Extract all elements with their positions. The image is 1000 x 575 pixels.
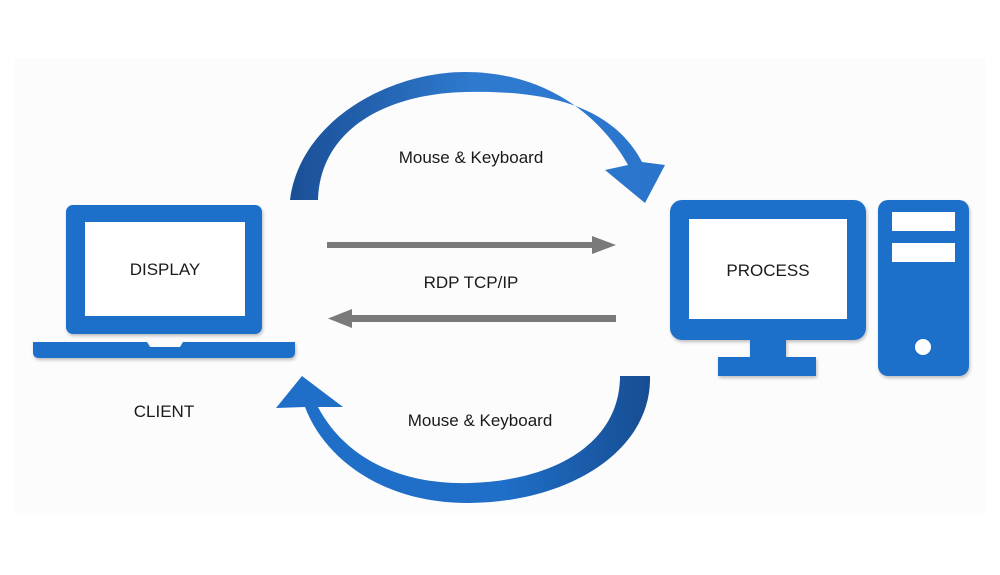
top-curved-arrow — [290, 72, 665, 203]
monitor-screen — [689, 219, 847, 319]
pc-tower-icon — [878, 200, 969, 376]
laptop-base — [33, 342, 295, 358]
monitor-stand — [718, 357, 816, 376]
tower-power-button — [915, 339, 931, 355]
display-label: DISPLAY — [129, 260, 201, 279]
desktop-computer-icon — [670, 200, 866, 376]
top-arc-label: Mouse & Keyboard — [398, 148, 544, 167]
client-caption: CLIENT — [133, 402, 195, 421]
bottom-curved-arrow — [276, 376, 651, 504]
monitor-neck — [750, 338, 786, 360]
laptop-icon — [33, 205, 295, 358]
bottom-arc-label: Mouse & Keyboard — [407, 411, 553, 430]
tower-drive-bay-1 — [892, 212, 955, 231]
protocol-label: RDP TCP/IP — [423, 273, 519, 292]
laptop-screen — [85, 222, 245, 316]
process-label: PROCESS — [726, 261, 810, 280]
arrow-left-icon — [328, 309, 616, 328]
arrow-right-icon — [327, 236, 616, 254]
tower-drive-bay-2 — [892, 243, 955, 262]
